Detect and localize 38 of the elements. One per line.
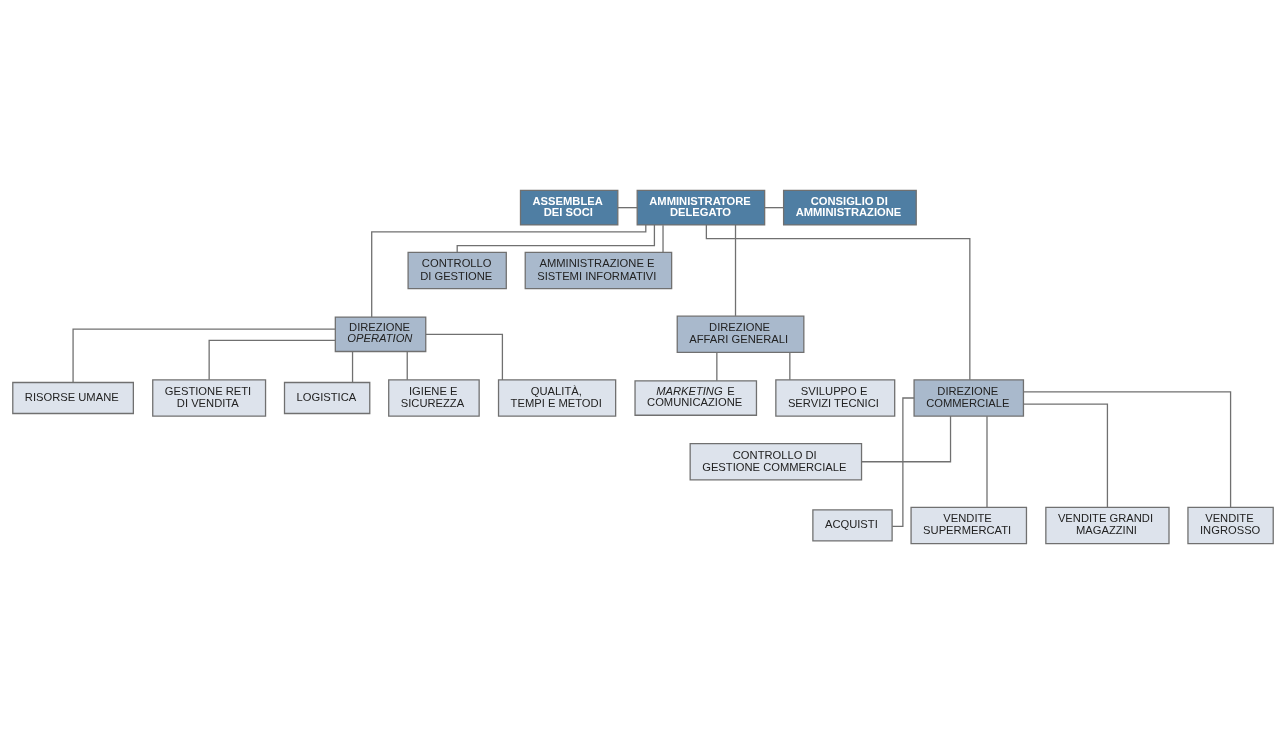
connector — [72, 328, 336, 383]
node-box: LOGISTICA — [283, 381, 371, 415]
node-box: CONSIGLIO DI AMMINISTRAZIONE — [782, 189, 917, 226]
node-box: AMMINISTRAZIONE E SISTEMI INFORMATIVI — [524, 251, 673, 290]
connector — [986, 415, 988, 508]
node-box: SVILUPPO E SERVIZI TECNICI — [775, 379, 896, 417]
node-box: IGIENE E SICUREZZA — [388, 379, 480, 417]
connector — [891, 397, 915, 527]
node-box: ASSEMBLEA DEI SOCI — [519, 189, 619, 226]
connector — [1023, 391, 1232, 508]
connector — [425, 333, 504, 381]
connector — [662, 224, 664, 253]
node-box: AMMINISTRATORE DELEGATO — [636, 189, 766, 226]
connector — [371, 224, 647, 318]
connector — [208, 339, 336, 381]
node-box: MARKETING E COMUNICAZIONE — [634, 380, 758, 416]
node-box: RISORSE UMANE — [12, 381, 134, 415]
connector — [764, 207, 784, 209]
connector — [716, 351, 718, 382]
node-box: ACQUISTI — [812, 509, 893, 542]
node-box: VENDITE SUPERMERCATI — [910, 506, 1028, 545]
connector — [861, 415, 952, 463]
node-box: DIREZIONE COMMERCIALE — [913, 379, 1025, 417]
connector — [351, 351, 354, 383]
connector — [789, 351, 791, 381]
node-box: VENDITE GRANDI MAGAZZINI — [1045, 506, 1170, 545]
node-box: GESTIONE RETI DI VENDITA — [152, 379, 267, 417]
node-box: DIREZIONE OPERATION — [334, 316, 427, 353]
connector — [406, 351, 408, 381]
node-box: CONTROLLO DI GESTIONE COMMERCIALE — [689, 443, 863, 481]
node-box: CONTROLLO DI GESTIONE — [407, 251, 507, 290]
node-box: QUALITÀ, TEMPI E METODI — [497, 379, 617, 417]
connector — [1022, 403, 1109, 508]
connector — [734, 224, 737, 317]
connector — [617, 207, 638, 209]
node-box: DIREZIONE AFFARI GENERALI — [676, 315, 805, 353]
connector — [456, 224, 656, 254]
node-box: VENDITE INGROSSO — [1187, 506, 1274, 545]
